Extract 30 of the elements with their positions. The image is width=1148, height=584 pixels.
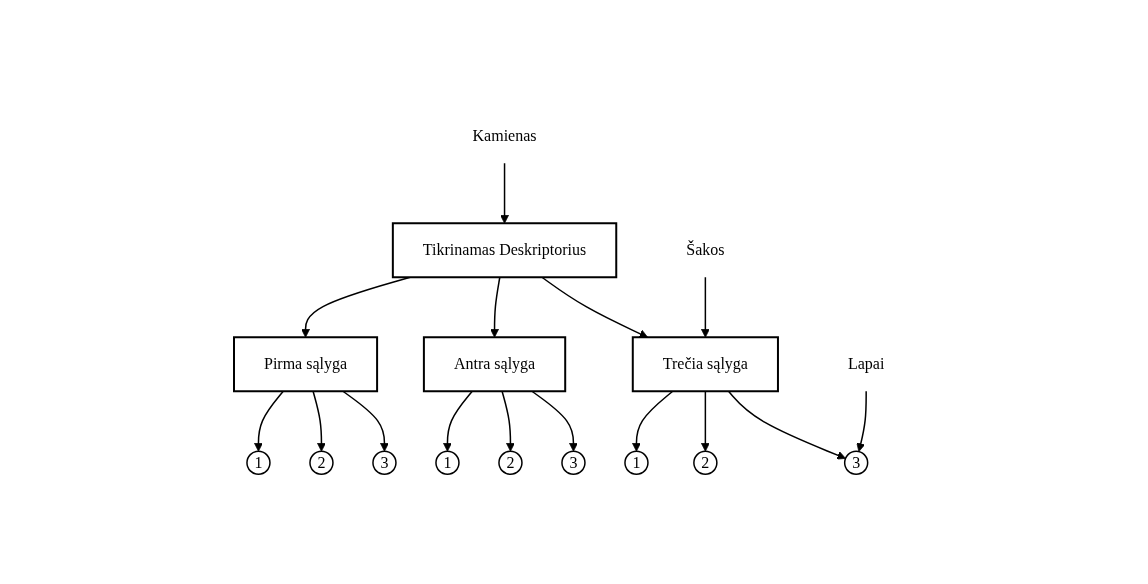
arrow bbox=[700, 390, 710, 452]
arrow bbox=[727, 390, 846, 460]
node-box: Antra sąlyga bbox=[422, 336, 566, 393]
arrow bbox=[700, 276, 710, 338]
node-text: Lapai bbox=[847, 355, 885, 373]
node-circle: 1 bbox=[246, 450, 271, 475]
arrow bbox=[312, 390, 326, 452]
node-circle: 2 bbox=[692, 450, 718, 475]
arrow bbox=[531, 390, 578, 452]
node-box: Trečia sąlyga bbox=[631, 336, 779, 393]
arrow bbox=[501, 390, 515, 452]
node-box: Tikrinamas Deskriptorius bbox=[391, 222, 618, 279]
arrow bbox=[442, 390, 473, 452]
node-circle: 1 bbox=[435, 450, 460, 475]
node-text: Šakos bbox=[686, 241, 725, 259]
arrow bbox=[631, 390, 674, 452]
node-circle: 2 bbox=[498, 450, 523, 475]
node-text: Kamienas bbox=[472, 127, 537, 145]
arrow bbox=[541, 276, 648, 338]
arrow bbox=[856, 390, 867, 452]
arrow bbox=[489, 276, 501, 338]
node-circle: 3 bbox=[843, 450, 869, 475]
arrow bbox=[342, 390, 389, 452]
node-circle: 3 bbox=[561, 450, 586, 475]
node-circle: 3 bbox=[372, 450, 397, 475]
node-box: Pirma sąlyga bbox=[232, 336, 378, 393]
arrow bbox=[253, 390, 284, 452]
node-circle: 1 bbox=[624, 450, 649, 475]
arrow bbox=[499, 162, 509, 224]
node-circle: 2 bbox=[309, 450, 334, 475]
